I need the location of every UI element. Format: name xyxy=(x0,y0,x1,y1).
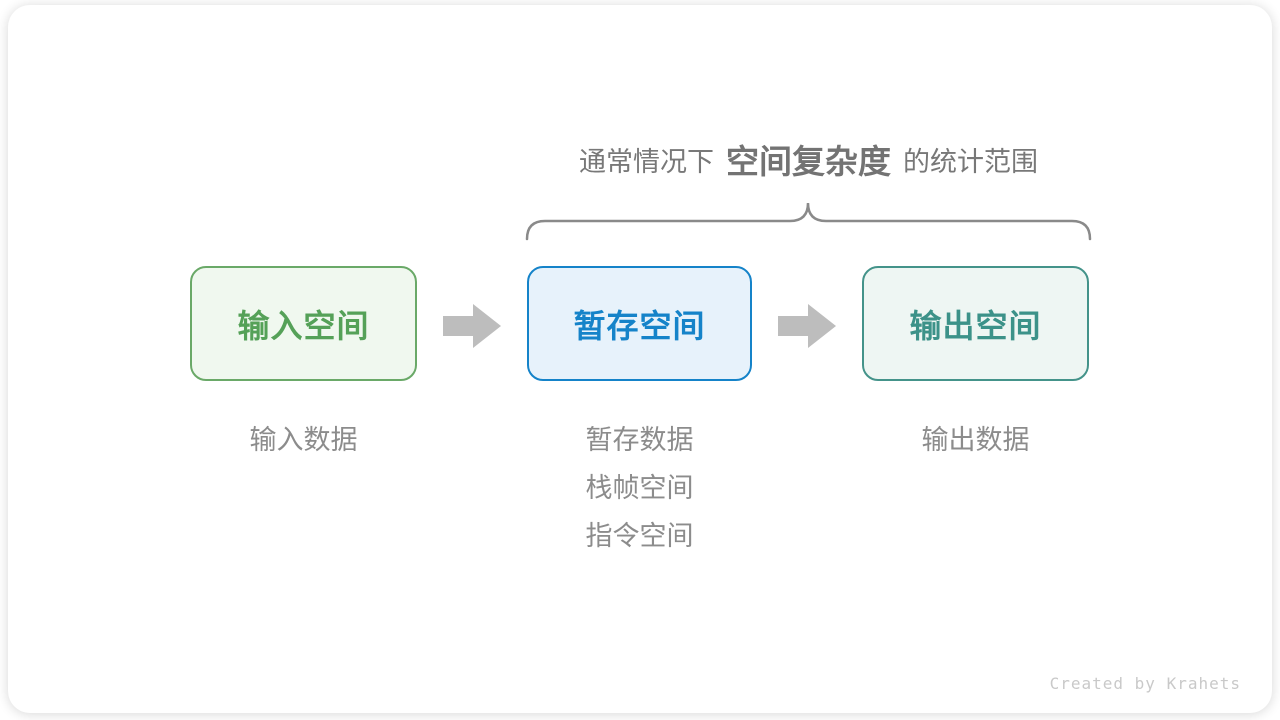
node-temp-space-label: 暂存空间 xyxy=(573,307,706,344)
curly-brace-path xyxy=(525,202,1092,241)
arrow-right-icon xyxy=(443,304,501,348)
input-space-notes: 输入数据 xyxy=(190,416,417,464)
annotation-suffix: 的统计范围 xyxy=(903,147,1038,177)
annotation-title: 通常情况下空间复杂度的统计范围 xyxy=(525,144,1092,180)
note-stack-frame-space: 栈帧空间 xyxy=(585,473,694,503)
credit-text: Created by Krahets xyxy=(1049,674,1241,693)
note-temp-data: 暂存数据 xyxy=(585,425,694,455)
output-space-notes: 输出数据 xyxy=(862,416,1089,464)
note-instruction-space: 指令空间 xyxy=(585,521,694,551)
node-input-space-label: 输入空间 xyxy=(237,307,370,344)
node-output-space-label: 输出空间 xyxy=(909,307,1042,344)
arrow-right-icon xyxy=(778,304,836,348)
curly-brace-icon xyxy=(525,202,1092,241)
node-temp-space: 暂存空间 xyxy=(527,266,752,381)
annotation-prefix: 通常情况下 xyxy=(579,147,714,177)
node-input-space: 输入空间 xyxy=(190,266,417,381)
note-output-data: 输出数据 xyxy=(921,425,1030,455)
note-input-data: 输入数据 xyxy=(249,425,358,455)
temp-space-notes: 暂存数据 栈帧空间 指令空间 xyxy=(527,416,752,560)
node-output-space: 输出空间 xyxy=(862,266,1089,381)
arrow-right-shape xyxy=(443,304,501,348)
arrow-right-shape xyxy=(778,304,836,348)
annotation-emphasis: 空间复杂度 xyxy=(726,143,891,180)
